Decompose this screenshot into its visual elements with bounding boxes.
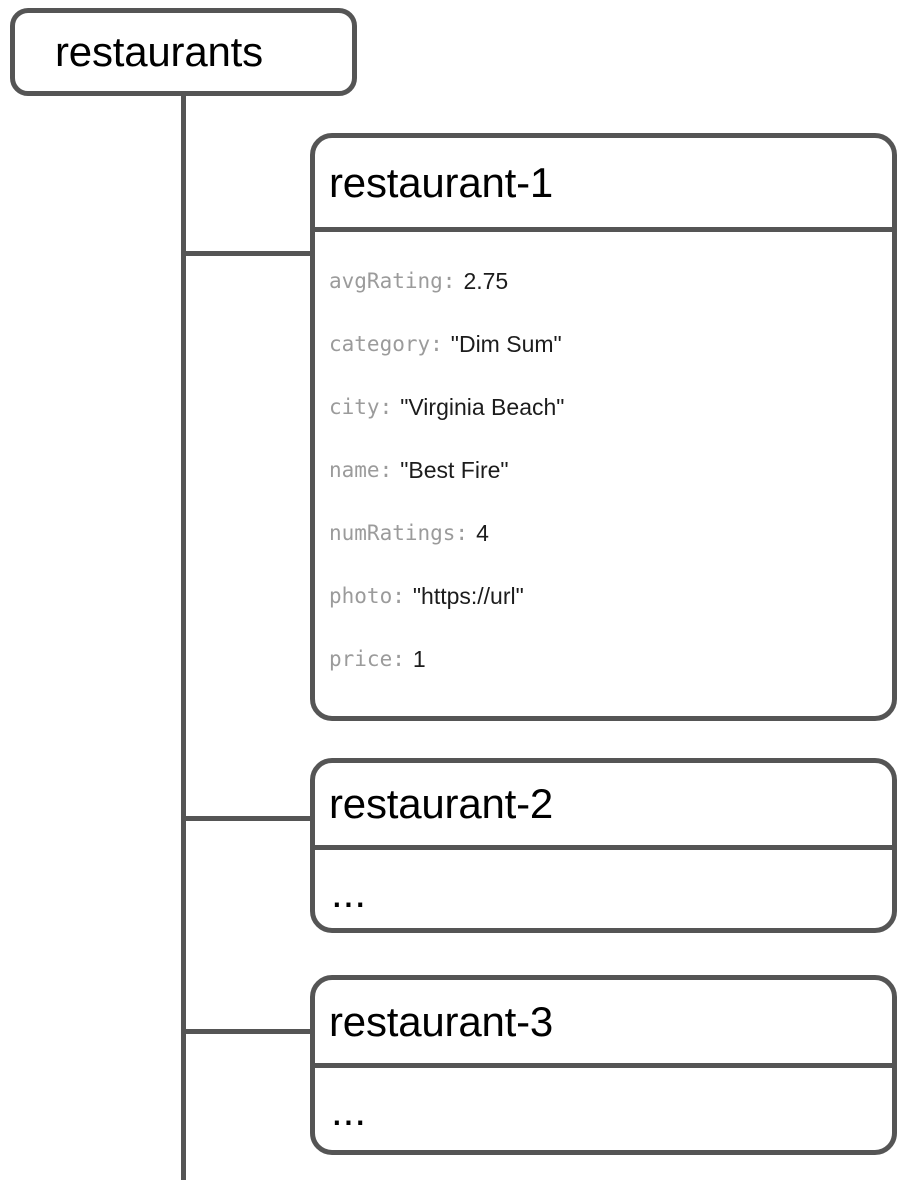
document-card-fields: ... xyxy=(315,1068,892,1132)
field-key: avgRating: xyxy=(329,269,456,293)
trunk-line xyxy=(181,96,186,1180)
field-row: photo: "https://url" xyxy=(315,565,892,628)
document-card-restaurant-1[interactable]: restaurant-1 avgRating: 2.75 category: "… xyxy=(310,133,897,721)
document-card-restaurant-2[interactable]: restaurant-2 ... xyxy=(310,758,897,933)
field-row: category: "Dim Sum" xyxy=(315,313,892,376)
field-value: "Best Fire" xyxy=(400,457,509,483)
branch-line-restaurant-2 xyxy=(181,816,312,821)
field-row: city: "Virginia Beach" xyxy=(315,376,892,439)
field-key: name: xyxy=(329,458,393,482)
field-value: 1 xyxy=(412,646,426,672)
field-row: avgRating: 2.75 xyxy=(315,250,892,313)
field-row: price: 1 xyxy=(315,628,892,691)
document-card-header: restaurant-2 xyxy=(315,763,892,850)
field-value: "Virginia Beach" xyxy=(400,394,565,420)
field-key: photo: xyxy=(329,584,405,608)
document-card-header: restaurant-3 xyxy=(315,980,892,1068)
field-key: numRatings: xyxy=(329,521,469,545)
document-card-fields: ... xyxy=(315,850,892,914)
branch-line-restaurant-3 xyxy=(181,1029,312,1034)
field-row: name: "Best Fire" xyxy=(315,439,892,502)
field-value: 2.75 xyxy=(463,268,509,294)
document-card-title: restaurant-3 xyxy=(329,997,554,1045)
ellipsis-placeholder: ... xyxy=(331,869,367,916)
document-card-title: restaurant-1 xyxy=(329,158,554,206)
collection-node-restaurants[interactable]: restaurants xyxy=(10,8,357,96)
ellipsis-placeholder: ... xyxy=(331,1087,367,1134)
collection-node-label: restaurants xyxy=(55,28,263,75)
document-card-title: restaurant-2 xyxy=(329,780,554,827)
document-card-restaurant-3[interactable]: restaurant-3 ... xyxy=(310,975,897,1155)
field-key: category: xyxy=(329,332,443,356)
document-card-fields: avgRating: 2.75 category: "Dim Sum" city… xyxy=(315,232,892,691)
field-row: numRatings: 4 xyxy=(315,502,892,565)
field-key: city: xyxy=(329,395,393,419)
document-card-header: restaurant-1 xyxy=(315,138,892,232)
field-value: 4 xyxy=(476,520,489,546)
field-value: "https://url" xyxy=(412,583,524,609)
branch-line-restaurant-1 xyxy=(181,251,312,256)
field-value: "Dim Sum" xyxy=(450,331,562,357)
field-key: price: xyxy=(329,647,405,671)
